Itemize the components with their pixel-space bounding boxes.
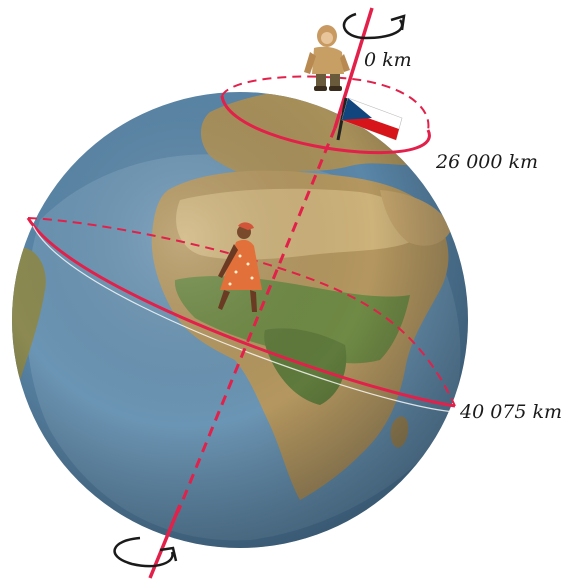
rotation-arrow-icon xyxy=(342,12,406,40)
label-pole-distance: 0 km xyxy=(364,49,412,71)
equator-circle xyxy=(26,217,456,413)
rotation-arrow-icon xyxy=(113,536,178,568)
czech-flag-icon xyxy=(336,97,403,141)
latitude-circle-26000 xyxy=(220,75,431,155)
label-equator-circumference: 40 075 km xyxy=(459,401,562,423)
person-in-dotted-dress xyxy=(218,222,262,312)
globe-shading xyxy=(12,92,468,548)
person-in-winter-coat xyxy=(304,25,350,91)
globe xyxy=(12,92,468,548)
label-latitude-circumference: 26 000 km xyxy=(435,151,538,173)
